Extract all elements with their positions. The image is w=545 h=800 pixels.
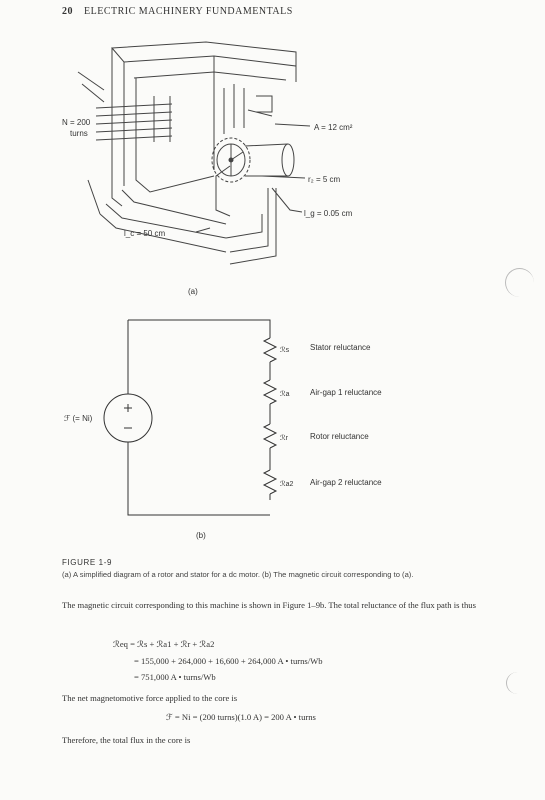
subfigure-a-label: (a)	[188, 287, 198, 296]
symbol-stator: ℛs	[280, 346, 290, 354]
air-gap-length-label: l_g = 0.05 cm	[304, 209, 353, 218]
label-rotor-reluctance: Rotor reluctance	[310, 432, 369, 441]
equation-reluctance-total: = 751,000 A • turns/Wb	[134, 672, 216, 682]
resistor-stator	[262, 337, 278, 363]
magnetic-circuit	[103, 319, 278, 516]
winding-coil	[77, 71, 173, 142]
mmf-source-label: ℱ (= Ni)	[64, 414, 93, 423]
symbol-airgap-1: ℛa	[280, 390, 290, 398]
circuit-left-wire-bottom	[127, 442, 270, 516]
running-head: 20 ELECTRIC MACHINERY FUNDAMENTALS	[62, 6, 293, 17]
turns-count-label: N = 200	[62, 118, 91, 127]
turns-unit-label: turns	[70, 129, 88, 138]
book-title: ELECTRIC MACHINERY FUNDAMENTALS	[84, 6, 293, 17]
mmf-source-symbol	[103, 393, 153, 443]
resistor-airgap-2	[262, 469, 278, 495]
mmf-polarity-marks	[124, 404, 132, 429]
body-paragraph-3: Therefore, the total flux in the core is	[62, 735, 191, 745]
rotor-radius-label: r₂ = 5 cm	[308, 175, 341, 184]
resistor-airgap-1	[262, 379, 278, 405]
symbol-airgap-2: ℛa2	[280, 480, 293, 488]
equation-reluctance-sum: ℛeq = ℛs + ℛa1 + ℛr + ℛa2	[113, 639, 215, 649]
figure-caption-text: (a) A simplified diagram of a rotor and …	[62, 570, 414, 579]
stator-core-drawing	[87, 41, 297, 265]
label-stator-reluctance: Stator reluctance	[310, 343, 371, 352]
circuit-top-wire	[128, 319, 271, 338]
equation-mmf: ℱ = Ni = (200 turns)(1.0 A) = 200 A • tu…	[166, 712, 316, 722]
page-number: 20	[62, 6, 73, 17]
resistor-rotor	[262, 423, 278, 449]
subfigure-b-label: (b)	[196, 531, 206, 540]
body-paragraph-1: The magnetic circuit corresponding to th…	[62, 600, 476, 610]
label-airgap-1-reluctance: Air-gap 1 reluctance	[310, 388, 382, 397]
figure-caption-label: FIGURE 1-9	[62, 558, 113, 567]
label-airgap-2-reluctance: Air-gap 2 reluctance	[310, 478, 382, 487]
scan-artifact	[506, 672, 529, 694]
symbol-rotor: ℛr	[280, 434, 289, 442]
scan-artifact	[505, 268, 534, 297]
leader-lines	[195, 123, 311, 233]
equation-reluctance-values: = 155,000 + 264,000 + 16,600 + 264,000 A…	[134, 656, 323, 666]
rotor-drawing	[211, 137, 295, 183]
body-paragraph-2: The net magnetomotive force applied to t…	[62, 693, 238, 703]
area-label: A = 12 cm²	[314, 123, 353, 132]
core-length-label: l_c = 50 cm	[124, 229, 165, 238]
